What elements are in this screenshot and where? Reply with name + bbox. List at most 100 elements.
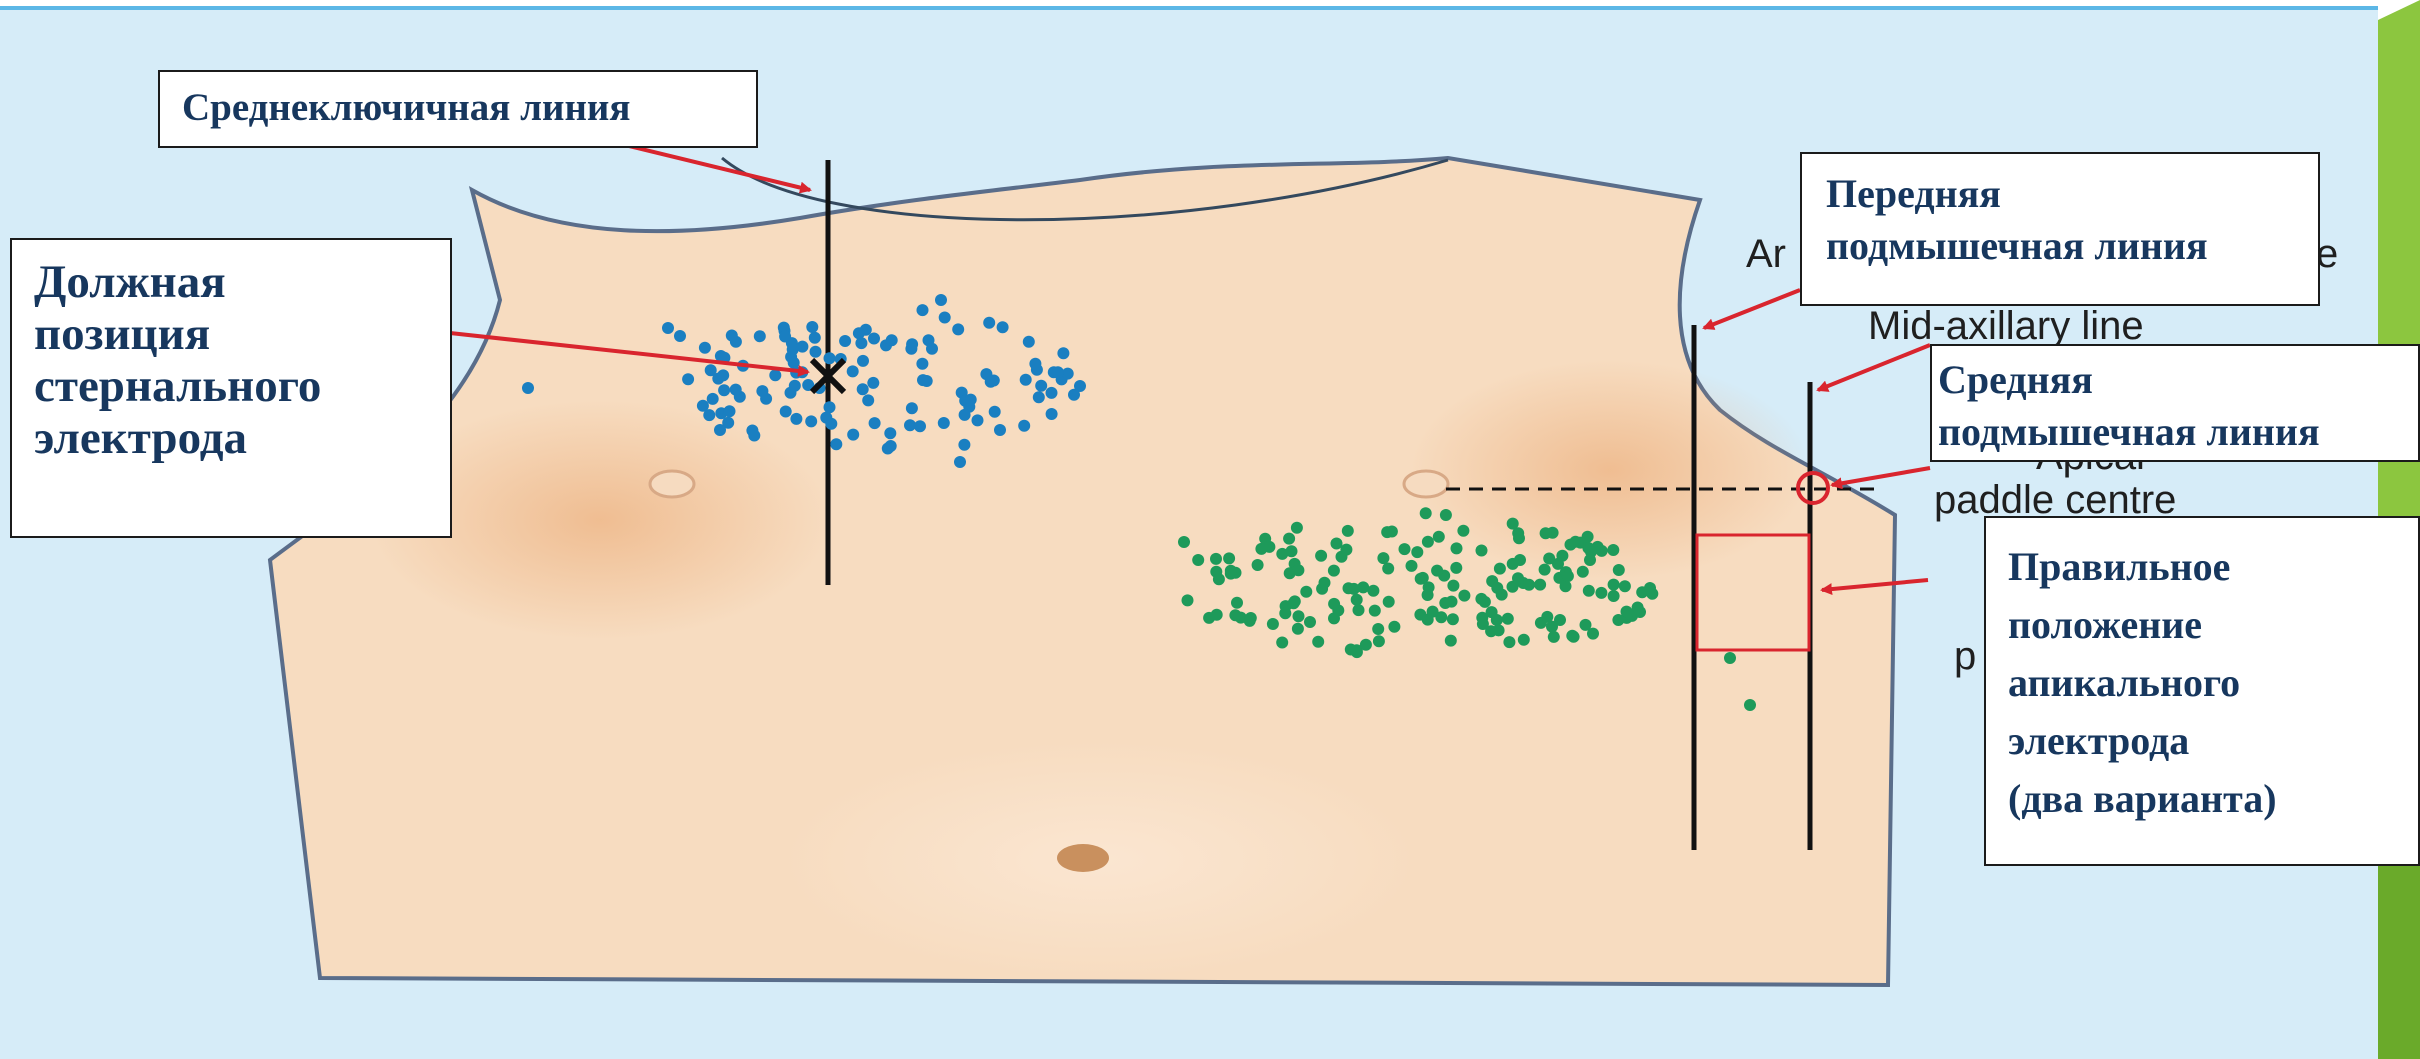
electrode-position-dot	[867, 377, 879, 389]
label-anterior-axillary-line: Передняя подмышечная линия	[1800, 152, 2320, 306]
navel	[1057, 844, 1109, 872]
electrode-position-dot	[886, 334, 898, 346]
electrode-position-dot	[1507, 518, 1519, 530]
electrode-position-dot	[789, 380, 801, 392]
electrode-position-dot	[839, 335, 851, 347]
electrode-position-dot	[1411, 546, 1423, 558]
electrode-position-dot	[1279, 607, 1291, 619]
electrode-position-dot	[717, 369, 729, 381]
english-label-placement-fragment: p	[1954, 634, 1976, 679]
left-nipple	[650, 471, 694, 497]
label-apical-line-5: (два варианта)	[2008, 770, 2418, 828]
electrode-position-dot	[1491, 614, 1503, 626]
english-label-mid-axillary: Mid-axillary line	[1868, 304, 2144, 349]
electrode-position-dot	[1540, 527, 1552, 539]
electrode-position-dot	[522, 382, 534, 394]
electrode-position-dot	[1315, 550, 1327, 562]
electrode-position-dot	[1046, 387, 1058, 399]
electrode-position-dot	[1583, 585, 1595, 597]
electrode-position-dot	[954, 456, 966, 468]
electrode-position-dot	[1023, 336, 1035, 348]
electrode-position-dot	[1447, 580, 1459, 592]
electrode-position-dot	[1377, 552, 1389, 564]
electrode-position-dot	[862, 394, 874, 406]
electrode-position-dot	[935, 294, 947, 306]
electrode-position-dot	[1342, 525, 1354, 537]
electrode-position-dot	[1744, 699, 1756, 711]
electrode-position-dot	[1231, 597, 1243, 609]
electrode-position-dot	[805, 415, 817, 427]
electrode-position-dot	[1595, 587, 1607, 599]
electrode-position-dot	[1276, 637, 1288, 649]
electrode-position-dot	[1512, 572, 1524, 584]
electrode-position-dot	[1644, 582, 1656, 594]
electrode-position-dot	[1534, 579, 1546, 591]
electrode-position-dot	[1074, 380, 1086, 392]
label-midclavicular-line: Среднеключичная линия	[158, 70, 758, 148]
electrode-position-dot	[1304, 616, 1316, 628]
electrode-position-dot	[1373, 635, 1385, 647]
electrode-position-dot	[1422, 589, 1434, 601]
electrode-position-dot	[1523, 579, 1535, 591]
electrode-position-dot	[884, 427, 896, 439]
electrode-position-dot	[674, 330, 686, 342]
electrode-position-dot	[983, 317, 995, 329]
label-anterior-line-2: подмышечная линия	[1826, 220, 2318, 272]
electrode-position-dot	[1331, 538, 1343, 550]
electrode-position-dot	[1057, 347, 1069, 359]
electrode-position-dot	[1458, 590, 1470, 602]
electrode-position-dot	[1312, 636, 1324, 648]
electrode-position-dot	[1406, 560, 1418, 572]
electrode-position-dot	[1596, 545, 1608, 557]
electrode-position-dot	[790, 413, 802, 425]
label-sternal-line-1: Должная	[34, 256, 450, 308]
electrode-position-dot	[1372, 623, 1384, 635]
electrode-position-dot	[1539, 564, 1551, 576]
electrode-position-dot	[1345, 644, 1357, 656]
electrode-position-dot	[1584, 554, 1596, 566]
electrode-position-dot	[1328, 598, 1340, 610]
electrode-position-dot	[662, 322, 674, 334]
electrode-position-dot	[769, 369, 781, 381]
electrode-position-dot	[1052, 366, 1064, 378]
electrode-position-dot	[1020, 374, 1032, 386]
electrode-position-dot	[926, 343, 938, 355]
electrode-position-dot	[1031, 364, 1043, 376]
electrode-position-dot	[1182, 594, 1194, 606]
electrode-position-dot	[1319, 577, 1331, 589]
label-apical-line-2: положение	[2008, 596, 2418, 654]
label-apical-electrode: Правильное положение апикального электро…	[1984, 516, 2420, 866]
electrode-position-dot	[730, 384, 742, 396]
electrode-position-dot	[1340, 544, 1352, 556]
electrode-position-dot	[1292, 623, 1304, 635]
electrode-position-dot	[994, 424, 1006, 436]
electrode-position-dot	[914, 420, 926, 432]
electrode-position-dot	[1018, 420, 1030, 432]
electrode-position-dot	[1494, 563, 1506, 575]
electrode-position-dot	[989, 406, 1001, 418]
electrode-position-dot	[1613, 564, 1625, 576]
electrode-position-dot	[726, 330, 738, 342]
electrode-position-dot	[1608, 590, 1620, 602]
electrode-position-dot	[748, 430, 760, 442]
electrode-position-dot	[1543, 553, 1555, 565]
electrode-position-dot	[965, 394, 977, 406]
electrode-position-dot	[1476, 545, 1488, 557]
electrode-position-dot	[1634, 606, 1646, 618]
electrode-position-dot	[997, 321, 1009, 333]
electrode-position-dot	[1580, 619, 1592, 631]
electrode-position-dot	[1382, 563, 1394, 575]
electrode-position-dot	[1451, 542, 1463, 554]
electrode-position-dot	[1288, 597, 1300, 609]
electrode-position-dot	[1518, 634, 1530, 646]
electrode-position-dot	[1446, 596, 1458, 608]
label-midclavicular-text: Среднеключичная линия	[182, 85, 756, 130]
electrode-position-dot	[1245, 612, 1257, 624]
electrode-position-dot	[1252, 559, 1264, 571]
label-anterior-line-1: Передняя	[1826, 168, 2318, 220]
label-mid-axillary-line-1: Средняя	[1938, 354, 2418, 406]
electrode-position-dot	[1369, 605, 1381, 617]
electrode-position-dot	[1565, 539, 1577, 551]
electrode-position-dot	[1415, 573, 1427, 585]
electrode-position-dot	[958, 439, 970, 451]
